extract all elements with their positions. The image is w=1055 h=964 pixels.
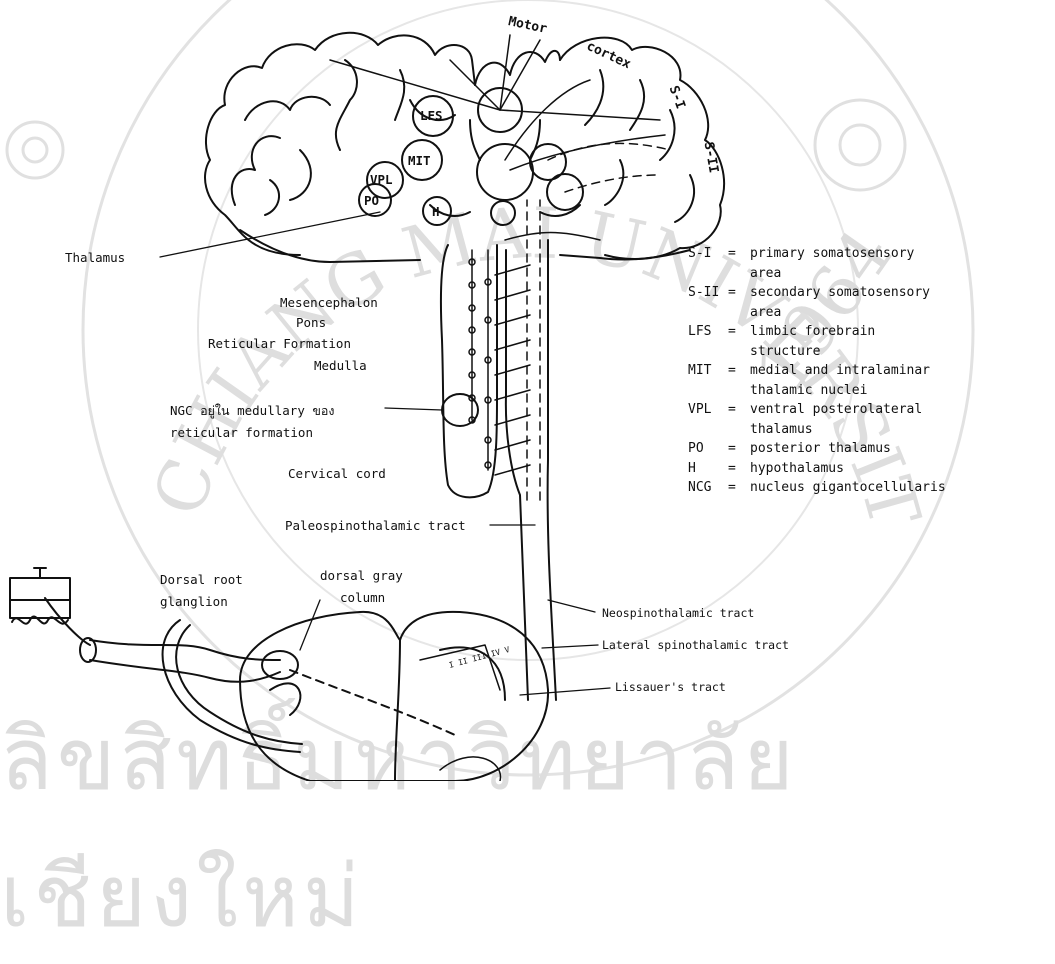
dorsal-root-label-line2: glanglion <box>160 594 228 609</box>
ngc-label-line2: reticular formation <box>170 425 313 440</box>
dorsal-root-label-line1: Dorsal root <box>160 572 243 587</box>
legend-abbr: LFS <box>688 322 728 361</box>
neospinothalamic-label: Neospinothalamic tract <box>602 606 754 621</box>
legend-equals: = <box>728 244 750 283</box>
legend-abbr: H <box>688 459 728 479</box>
reticular-formation-label: Reticular Formation <box>208 336 351 351</box>
legend-row: LFS = limbic forebrain structure <box>688 322 1048 361</box>
legend-abbr: PO <box>688 439 728 459</box>
lissauer-label: Lissauer's tract <box>615 680 726 695</box>
legend-definition: primary somatosensory area <box>750 244 1040 283</box>
pons-label: Pons <box>296 315 326 330</box>
cervical-cord-label: Cervical cord <box>288 466 386 481</box>
legend-definition: ventral posterolateral thalamus <box>750 400 1040 439</box>
legend-definition: limbic forebrain structure <box>750 322 1040 361</box>
legend-row: PO = posterior thalamus <box>688 439 1048 459</box>
vpl-label: VPL <box>370 172 393 187</box>
lateral-spinothalamic-label: Lateral spinothalamic tract <box>602 638 789 653</box>
legend-row: VPL = ventral posterolateral thalamus <box>688 400 1048 439</box>
legend-equals: = <box>728 459 750 479</box>
mesencephalon-label: Mesencephalon <box>280 295 378 310</box>
legend-abbr: S-II <box>688 283 728 322</box>
legend-abbr: MIT <box>688 361 728 400</box>
legend-equals: = <box>728 400 750 439</box>
legend-abbr: VPL <box>688 400 728 439</box>
legend-definition: secondary somatosensory area <box>750 283 1040 322</box>
lfs-label: LFS <box>420 108 443 123</box>
legend-equals: = <box>728 478 750 498</box>
legend-equals: = <box>728 439 750 459</box>
legend-row: MIT = medial and intralaminar thalamic n… <box>688 361 1048 400</box>
paleospinothalamic-label: Paleospinothalamic tract <box>285 518 466 533</box>
legend-definition: nucleus gigantocellularis <box>750 478 1040 498</box>
dorsal-gray-label-line1: dorsal gray <box>320 568 403 583</box>
legend-equals: = <box>728 283 750 322</box>
mit-label: MIT <box>408 153 431 168</box>
legend-abbr: S-I <box>688 244 728 283</box>
legend-row: NCG = nucleus gigantocellularis <box>688 478 1048 498</box>
abbreviation-legend: S-I = primary somatosensory area S-II = … <box>688 244 1048 498</box>
legend-row: S-II = secondary somatosensory area <box>688 283 1048 322</box>
po-label: PO <box>364 193 379 208</box>
legend-definition: hypothalamus <box>750 459 1040 479</box>
spinal-cord-section <box>240 612 548 781</box>
medulla-label: Medulla <box>314 358 367 373</box>
legend-row: H = hypothalamus <box>688 459 1048 479</box>
thalamus-label: Thalamus <box>65 250 125 265</box>
h-label: H <box>432 204 440 219</box>
legend-row: S-I = primary somatosensory area <box>688 244 1048 283</box>
legend-abbr: NCG <box>688 478 728 498</box>
legend-definition: posterior thalamus <box>750 439 1040 459</box>
legend-equals: = <box>728 322 750 361</box>
legend-definition: medial and intralaminar thalamic nuclei <box>750 361 1040 400</box>
legend-equals: = <box>728 361 750 400</box>
dorsal-gray-label-line2: column <box>340 590 385 605</box>
diagram-canvas: CHIANG MAI UNIVERSITY 1964 ลิขสิทธิ์มหาว… <box>0 0 1055 781</box>
ngc-label-line1: NGC อยู่ใน medullary ของ <box>170 403 335 418</box>
